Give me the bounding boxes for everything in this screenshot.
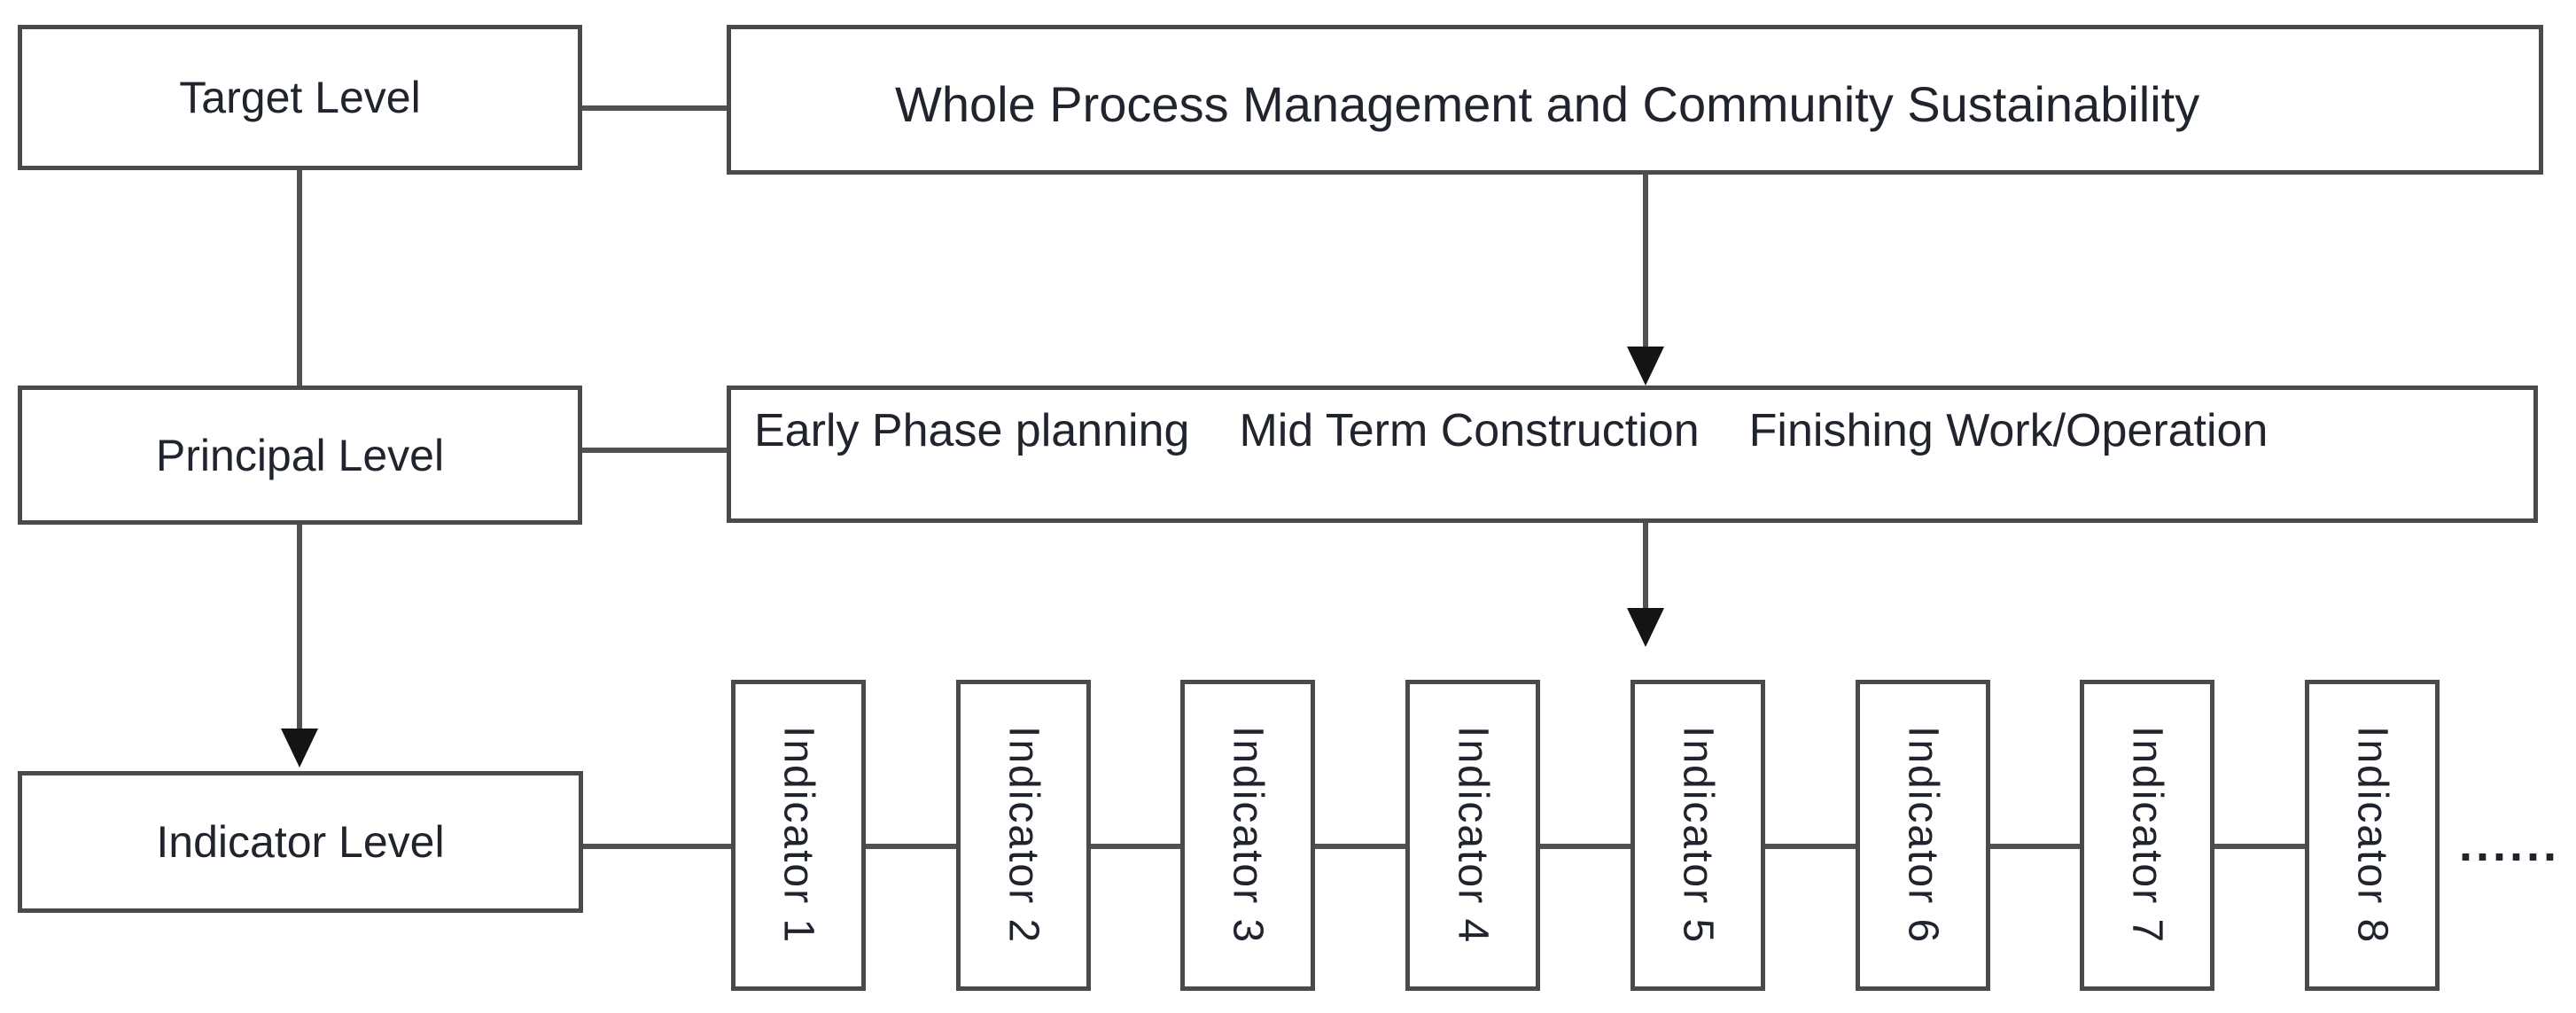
indicator-box-7: Indicator 7 — [2080, 680, 2214, 991]
phase-mid-label: Mid Term Construction — [1239, 405, 1700, 456]
indicator-box-8: Indicator 8 — [2305, 680, 2440, 991]
connector-principal-to-phases — [582, 448, 727, 453]
principal-level-label: Principal Level — [155, 430, 445, 480]
indicator-label: Indicator 4 — [1449, 726, 1497, 945]
indicator-box-6: Indicator 6 — [1856, 680, 1990, 991]
indicator-label: Indicator 3 — [1224, 726, 1272, 945]
connector-target-to-principal — [297, 170, 302, 386]
indicator-box-2: Indicator 2 — [956, 680, 1091, 991]
indicator-box-4: Indicator 4 — [1405, 680, 1540, 991]
target-level-label: Target Level — [179, 73, 421, 122]
indicator-label: Indicator 8 — [2348, 726, 2396, 945]
down-arrowhead-statement-to-phases — [1627, 347, 1664, 386]
indicator-box-1: Indicator 1 — [731, 680, 866, 991]
connector-principal-to-indicator — [297, 525, 302, 730]
connector-phases-to-indicators — [1643, 523, 1648, 610]
indicator-label: Indicator 2 — [1000, 726, 1047, 945]
indicator-label: Indicator 7 — [2123, 726, 2171, 945]
principal-level-box: Principal Level — [18, 386, 582, 525]
connector-statement-to-phases — [1643, 175, 1648, 348]
indicator-label: Indicator 1 — [774, 726, 822, 945]
indicator-box-3: Indicator 3 — [1180, 680, 1315, 991]
indicator-level-label: Indicator Level — [156, 817, 445, 867]
indicator-label: Indicator 5 — [1674, 726, 1722, 945]
target-level-box: Target Level — [18, 25, 582, 170]
target-statement-label: Whole Process Management and Community S… — [895, 76, 2200, 132]
ellipsis-label: ...... — [2459, 818, 2561, 871]
down-arrowhead-phases-to-indicators — [1627, 608, 1664, 647]
phases-box: Early Phase planning Mid Term Constructi… — [727, 386, 2538, 523]
indicator-label: Indicator 6 — [1899, 726, 1947, 945]
indicator-box-5: Indicator 5 — [1630, 680, 1765, 991]
connector-target-to-statement — [582, 105, 727, 111]
phase-finishing-label: Finishing Work/Operation — [1748, 405, 2269, 456]
indicator-level-box: Indicator Level — [18, 771, 583, 913]
down-arrowhead-principal-to-indicator — [281, 729, 318, 768]
target-statement-box: Whole Process Management and Community S… — [727, 25, 2543, 175]
phase-early-label: Early Phase planning — [754, 405, 1190, 456]
